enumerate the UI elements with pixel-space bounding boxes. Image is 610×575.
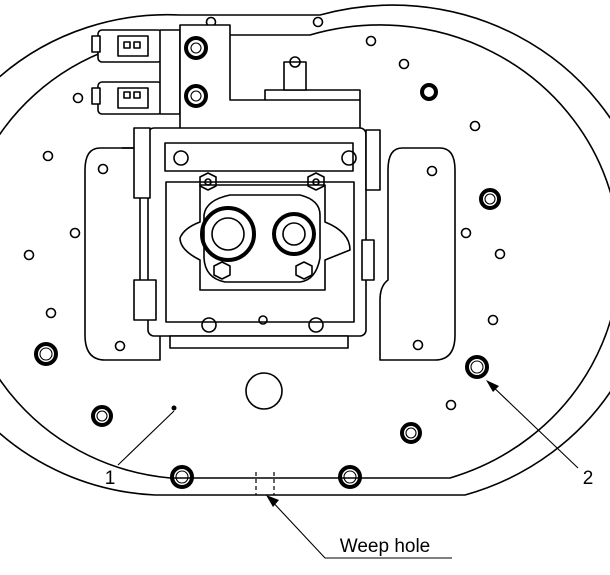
pump-head (179, 172, 351, 291)
inner-flange-ring (0, 24, 610, 479)
outer-flange (0, 4, 610, 496)
center-port (245, 372, 283, 410)
callout-label-weep-hole: Weep hole (340, 536, 431, 557)
solenoid-valves (91, 29, 181, 115)
flange-bolt-holes (23, 16, 506, 411)
arrowhead-2 (486, 380, 499, 392)
callout-label-1: 1 (105, 468, 116, 489)
arrowhead-weep-hole (266, 495, 279, 507)
reference-dot (171, 405, 177, 411)
right-cover-plate (379, 147, 456, 361)
pump-lower-bolts (201, 315, 324, 333)
leader-line-1 (117, 410, 175, 466)
weep-hole-marker (255, 472, 275, 495)
leader-line-weep-hole (267, 496, 452, 559)
leader-line-2 (487, 381, 579, 469)
valve-block (179, 24, 361, 131)
callout-label-2: 2 (583, 468, 594, 489)
large-bolt-holes (34, 83, 501, 489)
